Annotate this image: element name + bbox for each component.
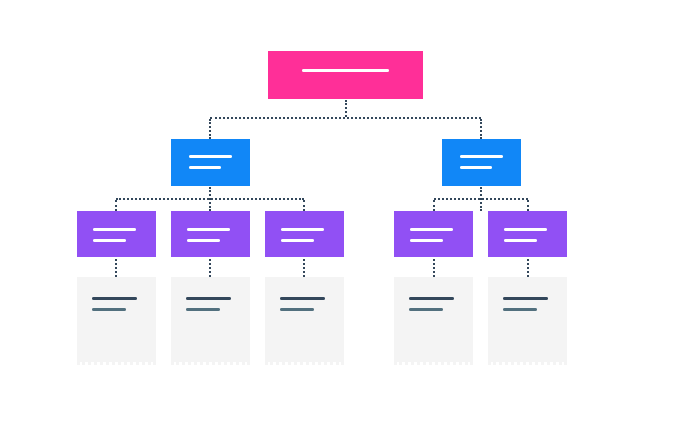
connector-page2-in: [209, 259, 211, 277]
placeholder-bar: [281, 239, 314, 242]
page-card-2: [171, 277, 250, 365]
placeholder-bars: [93, 228, 136, 242]
placeholder-bar: [186, 308, 220, 311]
section-node-5: [488, 211, 567, 257]
connector-branch1-in: [209, 119, 211, 139]
placeholder-bar: [93, 228, 136, 231]
placeholder-bars: [302, 69, 389, 72]
placeholder-bars: [186, 297, 231, 311]
connector-page4-in: [433, 259, 435, 277]
connector-page1-in: [115, 259, 117, 277]
branch-node-1: [171, 139, 250, 186]
connector-branch2-in: [480, 119, 482, 139]
connector-level2-rail-left: [116, 198, 304, 200]
placeholder-bar: [189, 166, 221, 169]
placeholder-bars: [92, 297, 137, 311]
connector-section1-in: [115, 200, 117, 211]
page-card-5: [488, 277, 567, 365]
placeholder-bar: [186, 297, 231, 300]
section-node-4: [394, 211, 473, 257]
placeholder-bar: [93, 239, 126, 242]
placeholder-bars: [187, 228, 230, 242]
placeholder-bar: [410, 228, 453, 231]
connector-page5-in: [527, 259, 529, 277]
placeholder-bar: [409, 308, 443, 311]
placeholder-bar: [187, 239, 220, 242]
placeholder-bar: [92, 297, 137, 300]
placeholder-bar: [460, 166, 492, 169]
placeholder-bar: [281, 228, 324, 231]
placeholder-bars: [280, 297, 325, 311]
placeholder-bar: [503, 308, 537, 311]
placeholder-bars: [504, 228, 547, 242]
page-card-3: [265, 277, 344, 365]
placeholder-bar: [187, 228, 230, 231]
connector-section3-in: [303, 200, 305, 211]
connector-section5-in: [527, 200, 529, 211]
placeholder-bar: [302, 69, 389, 72]
placeholder-bar: [504, 228, 547, 231]
placeholder-bar: [460, 155, 503, 158]
placeholder-bars: [281, 228, 324, 242]
placeholder-bar: [189, 155, 232, 158]
page-card-1: [77, 277, 156, 365]
placeholder-bar: [503, 297, 548, 300]
page-card-4: [394, 277, 473, 365]
root-node: [268, 51, 423, 99]
section-node-2: [171, 211, 250, 257]
placeholder-bars: [189, 155, 232, 169]
connector-section4-in: [433, 200, 435, 211]
placeholder-bar: [409, 297, 454, 300]
placeholder-bars: [409, 297, 454, 311]
section-node-1: [77, 211, 156, 257]
section-node-3: [265, 211, 344, 257]
connector-page3-in: [303, 259, 305, 277]
placeholder-bars: [410, 228, 453, 242]
placeholder-bars: [460, 155, 503, 169]
placeholder-bar: [280, 308, 314, 311]
placeholder-bars: [503, 297, 548, 311]
placeholder-bar: [504, 239, 537, 242]
placeholder-bar: [410, 239, 443, 242]
connector-level2-rail-right: [434, 198, 528, 200]
connector-root-down: [345, 100, 347, 117]
placeholder-bar: [280, 297, 325, 300]
connector-level1-rail: [210, 117, 481, 119]
branch-node-2: [442, 139, 521, 186]
placeholder-bar: [92, 308, 126, 311]
